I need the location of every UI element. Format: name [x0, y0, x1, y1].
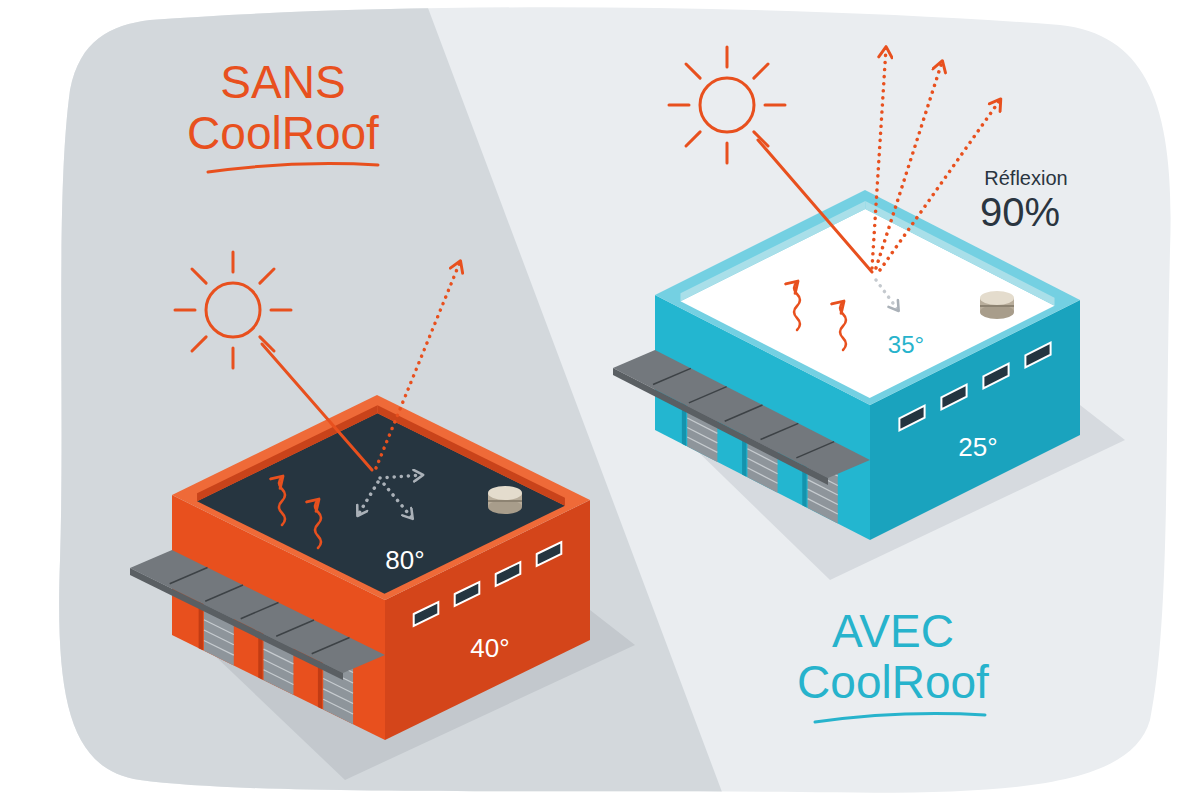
reflected-ray — [376, 262, 460, 468]
canopy-rib — [689, 387, 727, 403]
absorbed-ray — [876, 280, 898, 310]
roof-inner-wall — [377, 405, 564, 505]
door-slat — [808, 499, 838, 514]
reflection-caption: Réflexion — [961, 167, 1091, 189]
absorbed-ray — [358, 482, 378, 515]
title-underline — [208, 164, 378, 172]
sun-ray — [754, 64, 768, 78]
heat-wave — [794, 282, 800, 330]
roof-inner-wall — [681, 201, 866, 301]
window — [1025, 343, 1050, 368]
window — [941, 385, 966, 410]
roof-unit-top — [980, 291, 1014, 305]
roof-parapet — [172, 395, 590, 600]
sunlight-ray — [262, 344, 372, 470]
sun-ray — [686, 64, 700, 78]
temperature-label: 35° — [866, 332, 946, 358]
door-slat — [747, 458, 777, 473]
sun-ray — [192, 337, 206, 351]
sun-ray — [232, 348, 235, 368]
canopy-edge — [613, 368, 828, 485]
panel-heading: SANS CoolRoof — [163, 57, 403, 158]
window — [899, 406, 924, 431]
roof-unit-band — [980, 305, 1014, 307]
canopy-rib — [653, 368, 691, 384]
reflected-ray — [872, 48, 886, 268]
title-underline — [815, 714, 985, 722]
sun-ray — [765, 104, 785, 107]
sun-ray — [686, 132, 700, 146]
panel-heading: AVEC CoolRoof — [773, 606, 1013, 707]
door-slat — [808, 489, 838, 504]
building — [130, 395, 635, 780]
canopy-rib — [761, 423, 799, 439]
canopy-rib — [725, 405, 763, 421]
sun-disc — [700, 78, 754, 132]
reflected-ray — [876, 62, 942, 268]
window — [496, 562, 521, 586]
roof-inner-wall — [197, 405, 377, 501]
canopy-rib — [276, 620, 314, 636]
sun — [175, 252, 291, 368]
sun-disc — [206, 283, 260, 337]
roof-unit-base — [980, 305, 1014, 319]
window — [414, 602, 439, 626]
door-slat — [687, 428, 717, 443]
sunlight-ray — [758, 140, 872, 272]
sun-ray — [669, 104, 689, 107]
absorbed-ray — [380, 475, 422, 478]
temperature-label: 80° — [365, 546, 445, 575]
temperature-label: 40° — [450, 634, 530, 663]
temperature-label: 25° — [938, 433, 1018, 462]
roof-surface — [681, 209, 1055, 398]
sun-ray — [726, 47, 729, 67]
canopy-rib — [312, 638, 350, 654]
door-slat — [323, 699, 353, 714]
canopy-rib — [796, 442, 834, 458]
roof-unit-base — [488, 500, 522, 514]
door-slat — [687, 437, 717, 452]
door-slat — [204, 640, 234, 655]
heat-wave — [315, 500, 321, 548]
door-slat — [264, 670, 294, 685]
building — [613, 190, 1125, 580]
left-shade — [0, 0, 725, 800]
sun-ray — [726, 143, 729, 163]
canopy-rib — [170, 568, 208, 584]
reflected-ray — [880, 100, 1000, 270]
canopy-rib — [205, 585, 243, 601]
roof-unit-top — [488, 486, 522, 500]
sun-ray — [232, 252, 235, 272]
window — [537, 542, 562, 566]
sun-ray — [271, 309, 291, 312]
heat-wave — [279, 477, 285, 525]
door-slat — [747, 468, 777, 483]
canopy-rib — [241, 603, 279, 619]
heat-wave — [840, 302, 846, 350]
sun-ray — [175, 309, 195, 312]
roof-surface — [197, 413, 565, 593]
sun — [669, 47, 785, 163]
roof-unit-band — [488, 500, 522, 502]
absorbed-ray — [384, 484, 412, 518]
canopy-edge — [130, 568, 343, 680]
window — [455, 582, 480, 606]
left-shade-group — [0, 0, 725, 800]
reflection-value: 90% — [955, 190, 1085, 234]
sun-ray — [192, 269, 206, 283]
sun-ray — [260, 269, 274, 283]
window — [983, 364, 1008, 389]
